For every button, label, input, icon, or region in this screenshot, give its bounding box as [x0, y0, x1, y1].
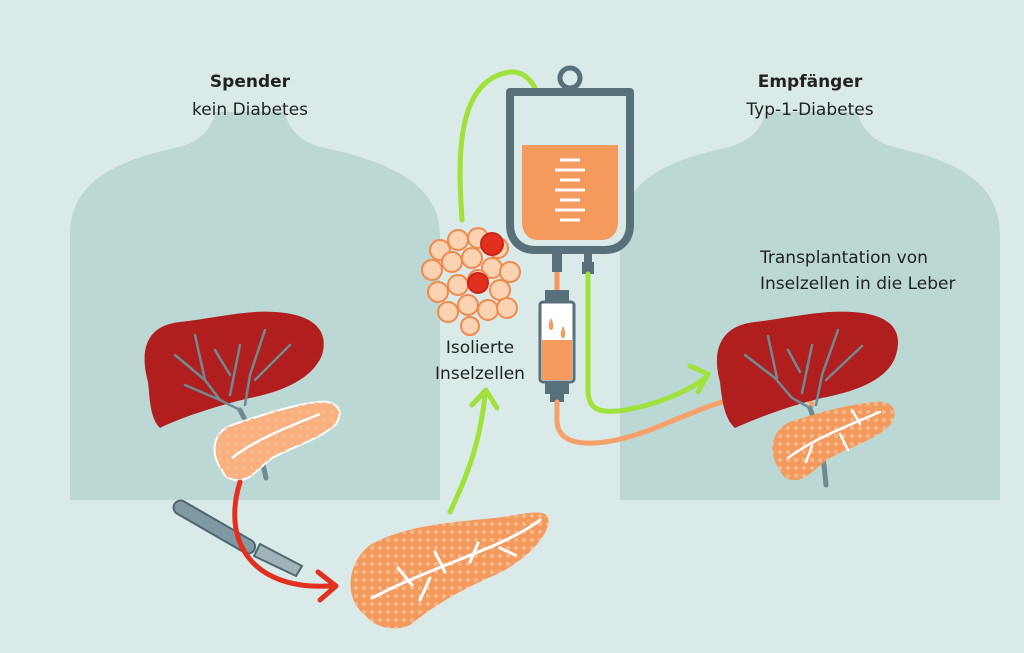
drip-chamber-icon [538, 290, 576, 402]
transplant-label-line1: Transplantation von [760, 248, 928, 268]
isolated-label-line2: Inselzellen [435, 364, 525, 384]
donor-title: Spender [209, 72, 291, 92]
transplant-label-line2: Inselzellen in die Leber [760, 274, 956, 294]
islet-cells-icon [421, 227, 521, 336]
recipient-liver-icon [716, 311, 899, 488]
recipient-pancreas-icon [772, 401, 895, 481]
recipient-title: Empfänger [757, 72, 863, 92]
iv-line-green-head [687, 363, 711, 395]
removal-arrow [232, 479, 333, 589]
scalpel-icon [172, 499, 304, 578]
recipient-subtitle: Typ-1-Diabetes [746, 100, 874, 120]
extracted-pancreas-icon [350, 512, 549, 629]
iv-line-green [585, 271, 708, 414]
iv-bag-icon [506, 65, 634, 274]
donor-pancreas-icon [213, 400, 341, 482]
isolation-arrow-head [469, 387, 500, 411]
isolated-label-line1: Isolierte [445, 338, 515, 358]
removal-arrow-head [315, 569, 339, 603]
isolation-arrow [447, 392, 488, 515]
donor-subtitle: kein Diabetes [191, 100, 309, 120]
